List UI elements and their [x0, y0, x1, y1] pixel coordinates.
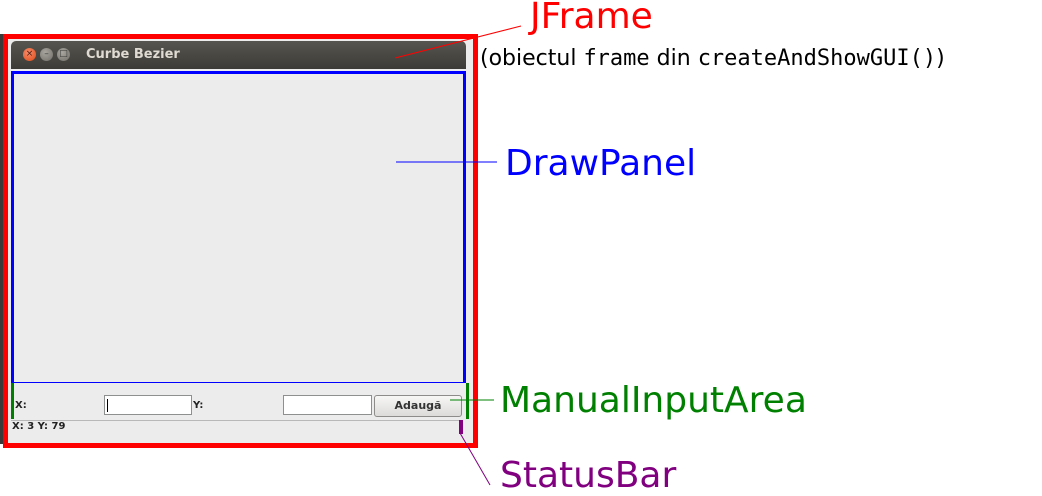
note-prefix: (obiectul [480, 46, 584, 71]
note-code-method: createAndShowGUI() [697, 46, 937, 71]
window-title: Curbe Bezier [86, 47, 180, 62]
draw-panel[interactable] [11, 71, 466, 385]
status-bar: X: 3 Y: 79 [11, 420, 463, 435]
window-shadow-edge [0, 34, 3, 444]
x-label: X: [15, 400, 27, 411]
minimize-icon[interactable]: – [40, 48, 53, 61]
jframe-leader-line [394, 25, 522, 59]
drawpanel-annotation: DrawPanel [505, 143, 697, 184]
manual-input-area-annotation: ManualInputArea [500, 380, 807, 421]
add-button[interactable]: Adaugă [374, 395, 462, 417]
x-input[interactable] [104, 395, 192, 415]
status-bar-annotation: StatusBar [500, 455, 677, 496]
jframe-annotation-note: (obiectul frame din createAndShowGUI()) [480, 46, 945, 71]
title-bar[interactable]: × – □ Curbe Bezier [11, 41, 466, 69]
note-suffix: ) [936, 46, 945, 71]
status-text: X: 3 Y: 79 [12, 421, 66, 432]
note-mid: din [649, 46, 698, 71]
manual-input-area: X: Y: Adaugă [11, 383, 469, 419]
status-bar-leader-line [459, 432, 491, 486]
close-icon[interactable]: × [23, 48, 36, 61]
maximize-icon[interactable]: □ [57, 48, 70, 61]
y-input[interactable] [283, 395, 372, 415]
jframe-annotation: JFrame [530, 0, 653, 37]
note-code-frame: frame [583, 46, 650, 71]
y-label: Y: [193, 400, 204, 411]
status-bar-marker [459, 420, 463, 434]
